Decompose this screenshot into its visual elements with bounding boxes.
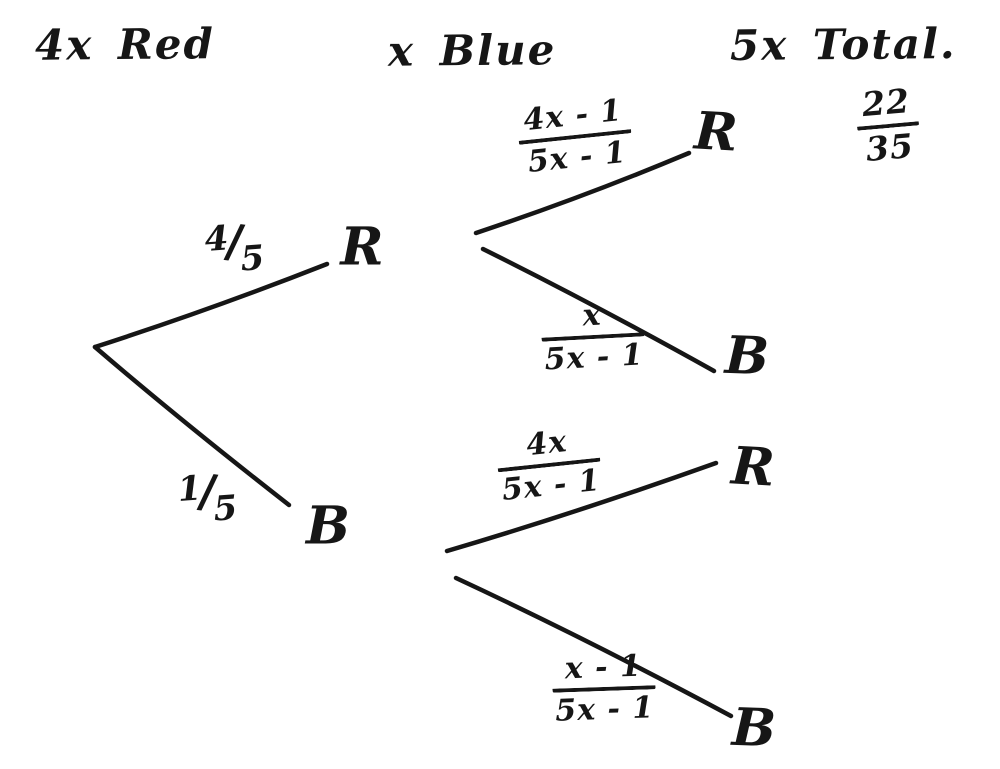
header-blue-count: x Blue [387,25,557,76]
prob-second-RB-denominator: 5x - 1 [543,336,645,378]
prob-second-RB: x 5x - 1 [539,297,647,378]
branch-B-to-BB [453,575,734,719]
prob-second-BB: x - 1 5x - 1 [551,649,656,729]
branch-R-to-RB [480,246,717,374]
answer-denominator: 35 [864,125,916,169]
prob-first-red: 4/5 [203,213,265,279]
node-second-BB: B [730,696,778,760]
branch-B-to-BR [444,460,719,554]
header-red-count: 4x Red [34,19,216,70]
prob-first-blue: 1/5 [176,463,238,529]
header-total-count: 5x Total. [729,19,957,70]
node-second-BR: R [729,435,777,499]
answer-numerator: 22 [853,81,920,131]
branch-root-to-B [92,344,292,508]
answer-fraction: 22 35 [853,81,923,169]
prob-second-BR: 4x 5x - 1 [493,422,604,507]
prob-second-BB-numerator: x - 1 [551,649,656,693]
prob-second-RR: 4x - 1 5x - 1 [515,93,635,179]
prob-first-blue-denominator: 5 [212,487,239,530]
prob-first-red-denominator: 5 [239,237,266,280]
branch-root-to-R [92,261,330,350]
branch-R-to-RR [473,150,692,236]
node-second-RB: B [723,324,771,388]
prob-second-BB-denominator: 5x - 1 [554,689,655,729]
node-first-R: R [340,216,384,278]
prob-second-RB-numerator: x [539,297,645,342]
node-second-RR: R [692,100,740,164]
node-first-B: B [306,495,350,557]
